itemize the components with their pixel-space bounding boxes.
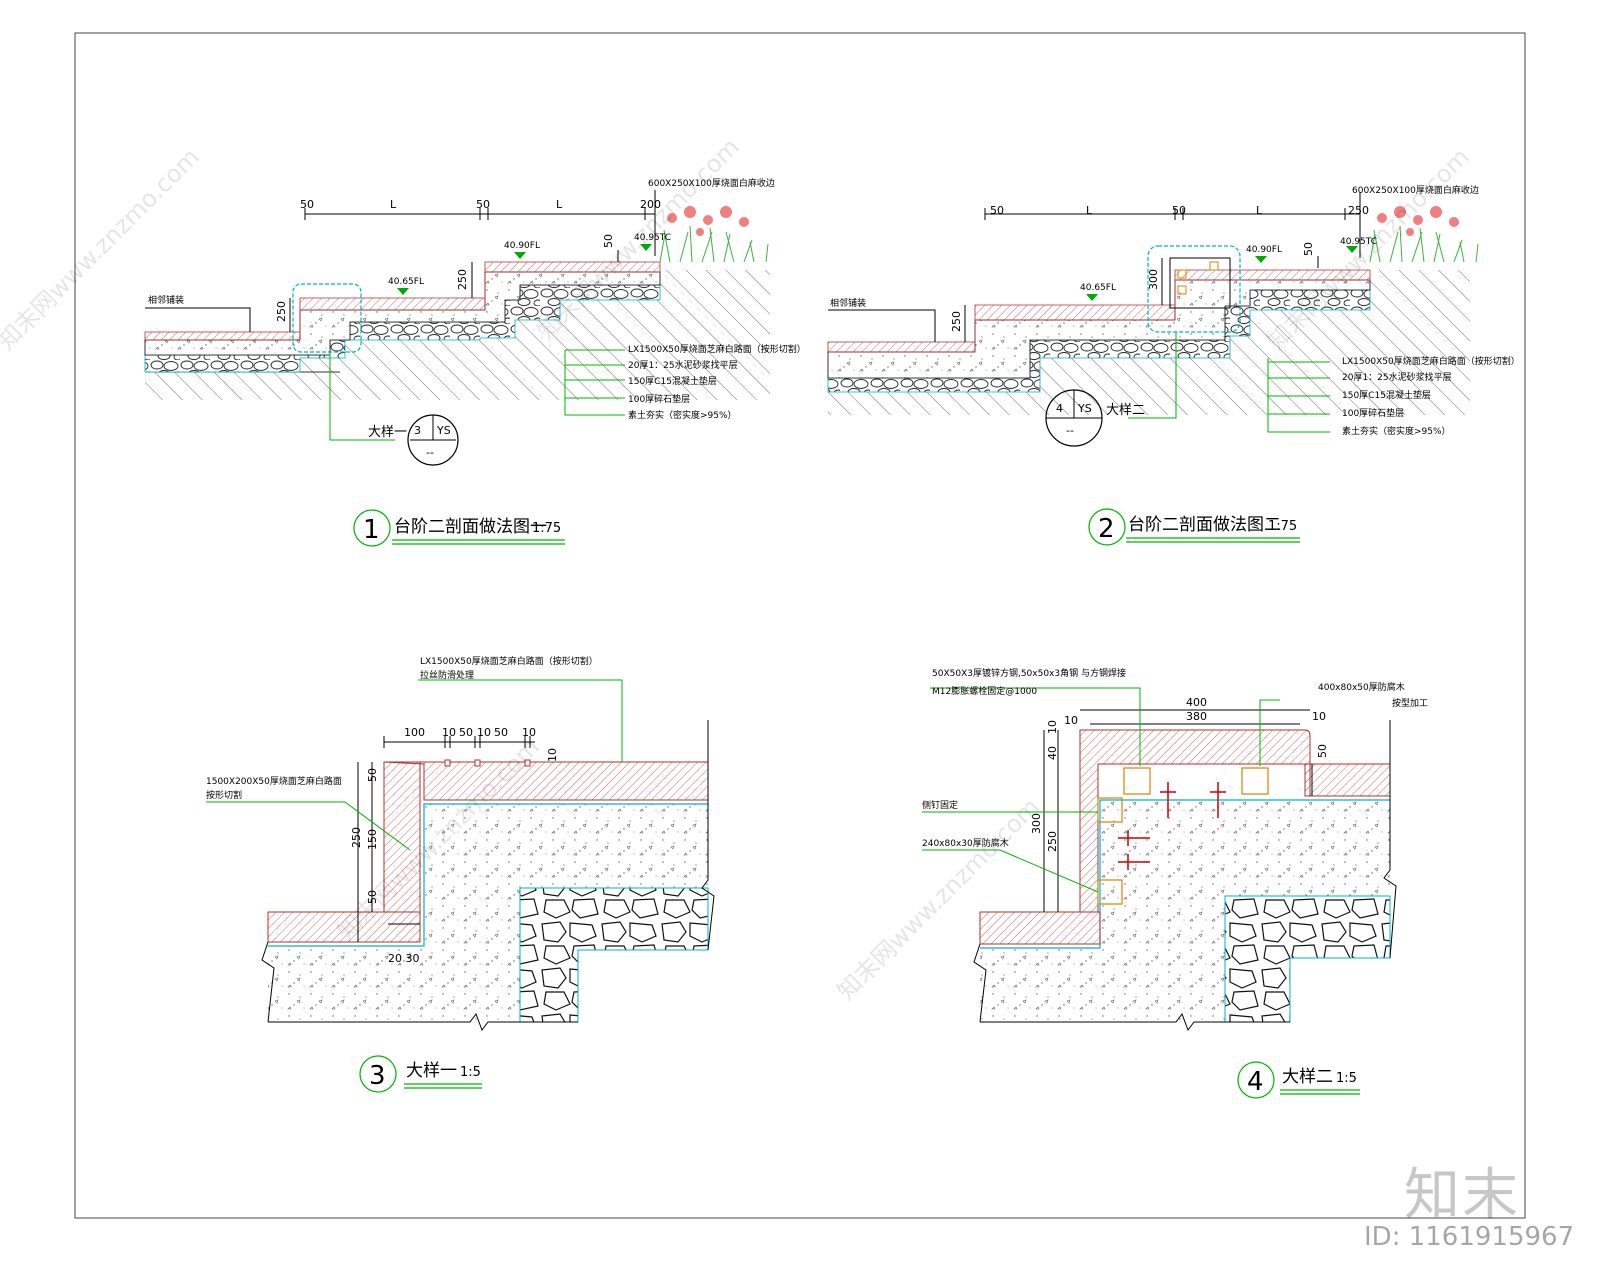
d3-top-note-1: LX1500X50厚烧面芝麻白路面（按形切割） xyxy=(420,655,598,667)
d4-dim-10b: 10 xyxy=(1312,710,1326,723)
watermark-id: ID: 1161915967 xyxy=(1364,1222,1575,1252)
s1-callout-num: 3 xyxy=(414,424,421,437)
sheet-frame xyxy=(74,32,1526,1219)
s1-layer: 20厚1：25水泥砂浆找平层 xyxy=(628,359,738,371)
s1-layer: 素土夯实（密实度>95%） xyxy=(628,409,737,421)
d4-note-3: 400x80x50厚防腐木 xyxy=(1318,681,1405,693)
detail-4-drawing xyxy=(922,687,1397,1032)
d4-note-2: M12膨胀螺栓固定@1000 xyxy=(932,685,1037,697)
s2-scale: 1:75 xyxy=(1268,519,1297,534)
d3-dim-v: 50 xyxy=(366,890,379,904)
s1-left-note: 相邻铺装 xyxy=(148,294,184,306)
s2-dim: L xyxy=(1256,204,1263,217)
d4-note-5: 侧钉固定 xyxy=(922,799,958,811)
d3-dim-h: 10 xyxy=(442,726,456,739)
d3-dim-h: 50 xyxy=(459,726,473,739)
s1-dim-250a: 250 xyxy=(275,301,288,322)
s2-dim-300: 300 xyxy=(1147,269,1160,290)
d3-number: 3 xyxy=(369,1061,386,1091)
s2-layer: 20厚1：25水泥砂浆找平层 xyxy=(1342,371,1452,383)
s1-elev: 40.65FL xyxy=(388,277,424,287)
d3-title: 大样一 xyxy=(406,1061,457,1081)
s2-dim-50: 50 xyxy=(1302,242,1315,256)
d3-scale: 1:5 xyxy=(460,1065,481,1080)
d4-dim-10a: 10 xyxy=(1064,714,1078,727)
s1-title-circle xyxy=(353,509,391,547)
detail-3-drawing xyxy=(206,679,715,1032)
s2-left-note: 相邻铺装 xyxy=(830,297,866,309)
d4-note-6: 240x80x30厚防腐木 xyxy=(922,837,1009,849)
d3-dim-h: 10 xyxy=(477,726,491,739)
s1-callout-sheet: YS xyxy=(436,424,451,437)
s2-layer: LX1500X50厚烧面芝麻白路面（按形切割） xyxy=(1342,355,1520,367)
s1-dim: L xyxy=(556,198,563,211)
s2-number: 2 xyxy=(1098,514,1115,544)
s2-dim: L xyxy=(1086,204,1093,217)
d3-dim-h: 10 xyxy=(522,726,536,739)
s1-dim: 50 xyxy=(300,198,314,211)
d3-top-note-2: 拉丝防滑处理 xyxy=(420,669,474,681)
d4-title: 大样二 xyxy=(1282,1067,1333,1087)
d4-dim-10c: 10 xyxy=(1046,720,1059,734)
s1-callout-dash: -- xyxy=(426,446,434,459)
s2-top-note: 600X250X100厚烧面白麻收边 xyxy=(1352,184,1479,196)
s1-layer: 150厚C15混凝土垫层 xyxy=(628,375,717,387)
s1-dim-250b: 250 xyxy=(456,269,469,290)
s2-title-circle xyxy=(1088,508,1126,546)
d3-dim-10: 10 xyxy=(546,748,559,762)
s1-title: 台阶二剖面做法图一 xyxy=(394,517,547,537)
s2-layer: 100厚碎石垫层 xyxy=(1342,407,1404,419)
s2-elev: 40.90FL xyxy=(1246,245,1282,255)
d4-number: 4 xyxy=(1247,1067,1264,1097)
s2-callout-dash: -- xyxy=(1066,424,1074,437)
d4-scale: 1:5 xyxy=(1336,1071,1357,1086)
d3-dim-v: 50 xyxy=(366,768,379,782)
s1-callout-label: 大样一 xyxy=(368,425,407,440)
s1-dim: 50 xyxy=(476,198,490,211)
section-1-drawing xyxy=(144,190,770,466)
s2-title: 台阶二剖面做法图二 xyxy=(1128,515,1281,535)
d3-dim-bottom: 20 30 xyxy=(388,952,420,965)
s1-scale: 1:75 xyxy=(532,521,561,536)
d3-left-note-2: 按形切割 xyxy=(206,789,242,801)
d4-dim-300: 300 xyxy=(1030,813,1043,834)
d4-dim-40: 40 xyxy=(1046,746,1059,760)
s1-elev: 40.90FL xyxy=(504,241,540,251)
d4-dim-380: 380 xyxy=(1186,710,1207,723)
d3-left-note-1: 1500X200X50厚烧面芝麻白路面 xyxy=(206,775,342,787)
s1-number: 1 xyxy=(363,515,380,545)
d4-dim-250: 250 xyxy=(1046,831,1059,852)
d3-dim-v: 150 xyxy=(366,829,379,850)
watermark-logo: 知末 xyxy=(1404,1163,1520,1228)
s2-callout-label: 大样二 xyxy=(1106,403,1145,418)
s1-top-note: 600X250X100厚烧面白麻收边 xyxy=(648,177,775,189)
s1-elev: 40.95TC xyxy=(634,233,671,243)
section-2-drawing xyxy=(827,192,1479,447)
s1-dim: L xyxy=(390,198,397,211)
s1-layer: 100厚碎石垫层 xyxy=(628,393,690,405)
s1-dim-50: 50 xyxy=(602,234,615,248)
d4-title-circle xyxy=(1237,1061,1275,1099)
s2-elev: 40.65FL xyxy=(1080,283,1116,293)
s2-callout-num: 4 xyxy=(1056,402,1063,415)
d4-dim-50: 50 xyxy=(1316,744,1329,758)
d4-note-4: 按型加工 xyxy=(1392,697,1428,709)
s2-dim-250: 250 xyxy=(950,311,963,332)
d3-dim-h: 50 xyxy=(494,726,508,739)
s2-callout-sheet: YS xyxy=(1077,402,1092,415)
d4-dim-400: 400 xyxy=(1186,696,1207,709)
s2-layer: 素土夯实（密实度>95%） xyxy=(1342,425,1451,437)
s2-layer: 150厚C15混凝土垫层 xyxy=(1342,389,1431,401)
d4-note-1: 50X50X3厚镀锌方钢,50x50x3角钢 与方钢焊接 xyxy=(932,667,1126,679)
s2-dim: 50 xyxy=(990,204,1004,217)
d3-title-circle xyxy=(359,1055,397,1093)
s2-dim: 50 xyxy=(1172,204,1186,217)
d3-dim-v: 250 xyxy=(350,827,363,848)
s1-layer: LX1500X50厚烧面芝麻白路面（按形切割） xyxy=(628,343,806,355)
s1-dim: 200 xyxy=(640,198,661,211)
s2-elev: 40.95TC xyxy=(1340,237,1377,247)
s2-dim: 250 xyxy=(1348,204,1369,217)
d3-dim-h: 100 xyxy=(404,726,425,739)
